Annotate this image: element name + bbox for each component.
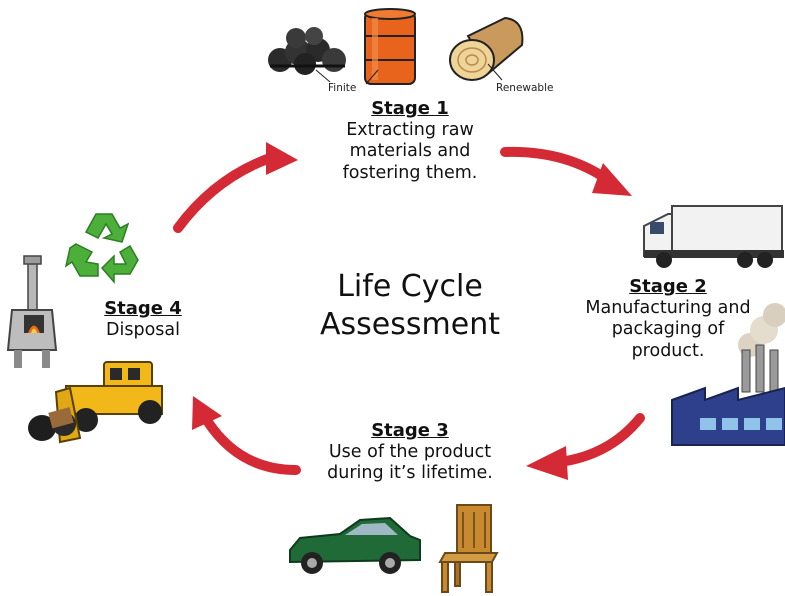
arrow-stage4-to-stage1 xyxy=(173,153,275,233)
arrow-stage2-to-stage3-head xyxy=(526,446,568,480)
finite-label: Finite xyxy=(328,82,357,94)
stage-4-title: Stage 4 xyxy=(104,298,182,319)
truck-icon xyxy=(643,205,784,268)
coal-icon xyxy=(268,27,346,75)
stage-2-title: Stage 2 xyxy=(629,276,707,297)
stage-2-block: Stage 2 Manufacturing and packaging of p… xyxy=(568,276,768,362)
factory-icon xyxy=(671,303,785,446)
cycle-arrows xyxy=(173,142,645,480)
incinerator-icon xyxy=(6,255,58,368)
arrow-stage1-to-stage2 xyxy=(500,146,613,185)
stage-1-block: Stage 1 Extracting raw materials and fos… xyxy=(300,98,520,184)
arrow-stage3-to-stage4-head xyxy=(192,396,222,430)
stage-4-block: Stage 4 Disposal xyxy=(88,298,198,341)
stage-1-title: Stage 1 xyxy=(371,98,449,119)
recycle-icon xyxy=(64,213,139,285)
bulldozer-icon xyxy=(28,361,163,444)
stage-3-title: Stage 3 xyxy=(371,420,449,441)
stage-3-block: Stage 3 Use of the product during it’s l… xyxy=(300,420,520,485)
arrow-stage3-to-stage4 xyxy=(203,417,301,475)
stage-3-description: Use of the product during it’s lifetime. xyxy=(327,441,493,484)
chair-icon xyxy=(438,504,499,593)
arrow-stage1-to-stage2-head xyxy=(592,163,632,196)
renewable-label: Renewable xyxy=(496,82,554,94)
stage-1-description: Extracting raw materials and fostering t… xyxy=(342,119,478,183)
arrow-stage4-to-stage1-head xyxy=(266,142,298,175)
log-icon xyxy=(449,16,524,81)
stage-4-description: Disposal xyxy=(106,319,180,340)
stage-2-description: Manufacturing and packaging of product. xyxy=(585,297,751,361)
oil-barrel-icon xyxy=(364,8,416,85)
arrow-stage2-to-stage3 xyxy=(555,413,645,467)
car-icon xyxy=(289,516,421,574)
diagram-title: Life Cycle Assessment xyxy=(320,269,500,342)
